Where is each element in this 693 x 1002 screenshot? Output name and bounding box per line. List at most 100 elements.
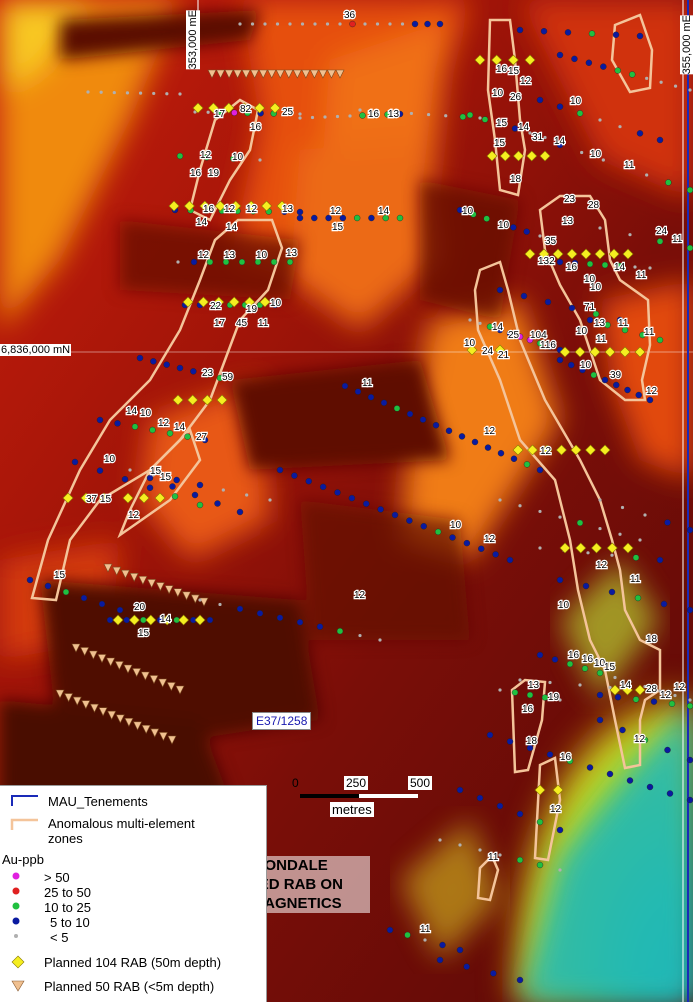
planned-104-diamond[interactable] [178,614,190,626]
planned-50-triangle[interactable] [182,591,192,601]
planned-50-triangle[interactable] [158,678,168,688]
planned-104-diamond[interactable] [604,346,616,358]
sample-point[interactable] [353,214,361,222]
sample-point[interactable] [656,136,664,144]
sample-point[interactable] [305,478,312,485]
sample-point[interactable] [98,600,106,608]
sample-point[interactable] [526,336,534,344]
planned-104-diamond[interactable] [559,346,571,358]
sample-point[interactable] [556,258,564,266]
sample-point[interactable] [629,71,636,78]
sample-point[interactable] [136,354,144,362]
sample-point[interactable] [146,484,154,491]
planned-50-triangle[interactable] [141,725,151,735]
sample-point[interactable] [636,32,644,40]
sample-point[interactable] [166,430,174,437]
sample-point[interactable] [236,605,244,613]
planned-104-diamond[interactable] [197,296,209,308]
planned-50-triangle[interactable] [124,718,134,727]
sample-point[interactable] [230,155,237,162]
sample-point[interactable] [543,135,547,140]
sample-point[interactable] [423,938,427,942]
sample-point[interactable] [618,125,622,129]
sample-point[interactable] [688,698,692,702]
sample-point[interactable] [176,364,184,372]
planned-104-diamond[interactable] [589,346,601,358]
planned-104-diamond[interactable] [609,684,621,696]
sample-point[interactable] [660,600,668,608]
planned-50-rab[interactable] [55,69,345,745]
sample-point[interactable] [470,211,477,218]
sample-point[interactable] [298,112,302,116]
planned-104-diamond[interactable] [184,200,195,212]
sample-point[interactable] [466,111,474,119]
planned-50-triangle[interactable] [71,643,81,653]
sample-point[interactable] [325,214,332,222]
sample-point[interactable] [203,371,210,378]
sample-point[interactable] [484,444,492,451]
sample-point[interactable] [498,688,502,692]
planned-104-diamond[interactable] [201,394,213,406]
planned-50-triangle[interactable] [292,69,302,79]
sample-point[interactable] [666,790,674,797]
sample-point[interactable] [196,501,204,509]
sample-point[interactable] [551,656,559,663]
sample-point[interactable] [478,321,482,325]
sample-point[interactable] [432,422,440,429]
planned-50-triangle[interactable] [318,69,328,79]
sample-point[interactable] [526,744,534,752]
sample-point[interactable] [659,80,663,84]
sample-point[interactable] [506,330,514,337]
sample-point[interactable] [645,173,649,177]
planned-104-diamond[interactable] [154,492,166,504]
planned-104-diamond[interactable] [161,614,173,626]
sample-point[interactable] [456,786,464,794]
planned-104-diamond[interactable] [128,614,140,626]
sample-point[interactable] [396,110,404,118]
sample-point[interactable] [206,616,214,624]
sample-point[interactable] [458,843,462,847]
sample-point[interactable] [420,523,427,530]
sample-point[interactable] [646,783,654,791]
sample-point[interactable] [463,539,471,547]
planned-104-diamond[interactable] [585,444,596,456]
sample-point[interactable] [256,610,264,617]
sample-point[interactable] [426,112,431,117]
sample-point[interactable] [536,466,544,474]
sample-point[interactable] [190,258,198,266]
sample-point[interactable] [578,683,582,687]
sample-point[interactable] [165,92,169,96]
planned-104-diamond[interactable] [513,150,524,162]
sample-point[interactable] [673,84,678,88]
sample-point[interactable] [641,736,649,744]
sample-point[interactable] [626,777,634,784]
planned-104-diamond[interactable] [619,346,631,358]
sample-point[interactable] [371,111,379,119]
sample-point[interactable] [656,336,664,344]
sample-point[interactable] [80,594,88,602]
sample-point[interactable] [498,498,502,502]
sample-point[interactable] [409,111,414,116]
sample-point[interactable] [608,685,612,690]
sample-point[interactable] [556,576,564,584]
planned-50-triangle[interactable] [80,647,90,657]
planned-104-diamond[interactable] [207,102,219,114]
planned-104-diamond[interactable] [527,444,538,456]
planned-50-triangle[interactable] [207,69,217,79]
planned-104-diamond[interactable] [574,346,586,358]
sample-point[interactable] [341,382,349,390]
sample-point[interactable] [463,963,470,970]
planned-50-triangle[interactable] [147,579,157,589]
sample-point[interactable] [123,616,130,624]
sample-point[interactable] [516,810,524,818]
sample-point[interactable] [106,616,114,624]
planned-50-triangle[interactable] [173,588,183,598]
sample-point[interactable] [173,476,180,484]
sample-point[interactable] [178,92,182,96]
sample-point[interactable] [498,221,502,225]
planned-104-diamond[interactable] [575,542,587,554]
sample-point[interactable] [596,691,604,699]
sample-point[interactable] [645,76,649,80]
sample-point[interactable] [483,215,490,222]
sample-point[interactable] [176,152,184,160]
